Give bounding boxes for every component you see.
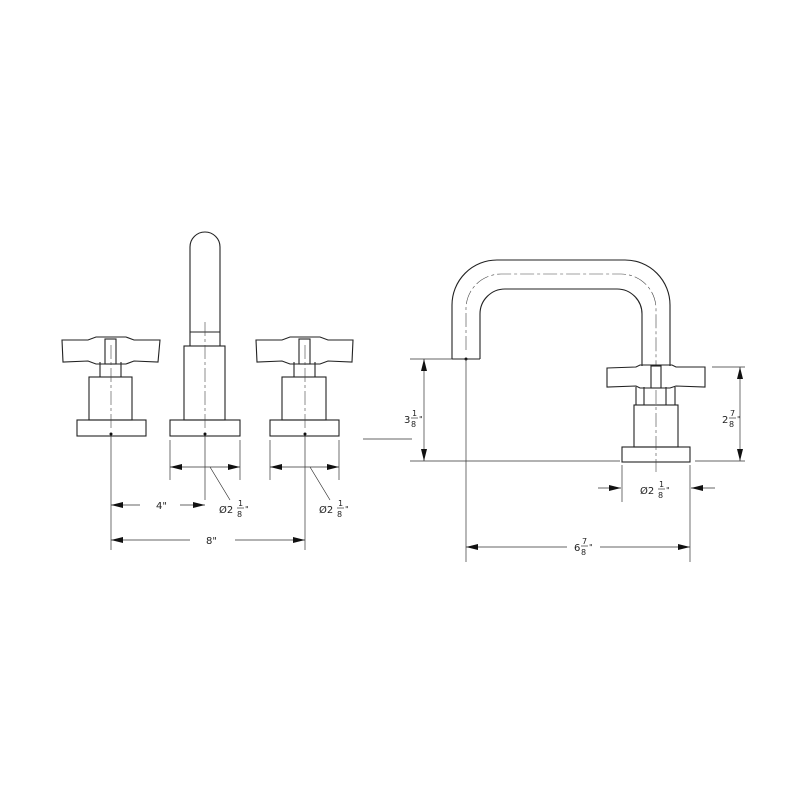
spout-height-dimension: 3 1 8 " [404, 358, 452, 461]
svg-text:": " [666, 486, 670, 495]
spout-reach-dimension: 6 7 8 " [465, 359, 690, 562]
svg-text:": " [419, 415, 423, 424]
svg-text:8: 8 [581, 548, 586, 557]
spout-diameter-dimension: Ø2 1 8 " [170, 464, 249, 519]
svg-text:3: 3 [404, 415, 410, 426]
svg-text:7: 7 [582, 537, 587, 546]
side-view: 3 1 8 " 2 7 8 " Ø2 1 8 " [363, 259, 745, 562]
base-diameter-dimension: Ø2 1 8 " [598, 465, 715, 562]
svg-text:": " [345, 505, 349, 514]
svg-text:": " [245, 505, 249, 514]
svg-text:Ø2: Ø2 [219, 504, 233, 516]
svg-text:8: 8 [411, 420, 416, 429]
front-view: Ø2 1 8 " Ø2 1 8 " 4" 8" [61, 231, 354, 550]
svg-text:8: 8 [337, 510, 342, 519]
svg-text:8": 8" [206, 536, 217, 547]
svg-text:": " [737, 415, 741, 424]
svg-text:2: 2 [722, 415, 728, 426]
right-handle [255, 336, 354, 437]
svg-text:Ø2: Ø2 [319, 504, 333, 516]
svg-text:7: 7 [730, 409, 735, 418]
svg-text:1: 1 [238, 499, 243, 508]
svg-text:": " [589, 543, 593, 552]
svg-text:1: 1 [659, 480, 664, 489]
center-spout [169, 231, 241, 437]
svg-text:8: 8 [237, 510, 242, 519]
handle-height-dimension: 2 7 8 " [712, 366, 745, 461]
left-handle [61, 336, 161, 437]
svg-text:8: 8 [729, 420, 734, 429]
svg-text:1: 1 [338, 499, 343, 508]
svg-text:1: 1 [412, 409, 417, 418]
handle-diameter-dimension: Ø2 1 8 " [270, 464, 349, 519]
side-handle [606, 364, 706, 472]
svg-text:Ø2: Ø2 [640, 485, 654, 497]
svg-text:6: 6 [574, 543, 580, 554]
spread-half-dimension: 4" [111, 501, 205, 512]
svg-text:4": 4" [156, 501, 167, 512]
side-spout [451, 259, 671, 366]
svg-text:8: 8 [658, 491, 663, 500]
spread-full-dimension: 8" [111, 536, 305, 547]
